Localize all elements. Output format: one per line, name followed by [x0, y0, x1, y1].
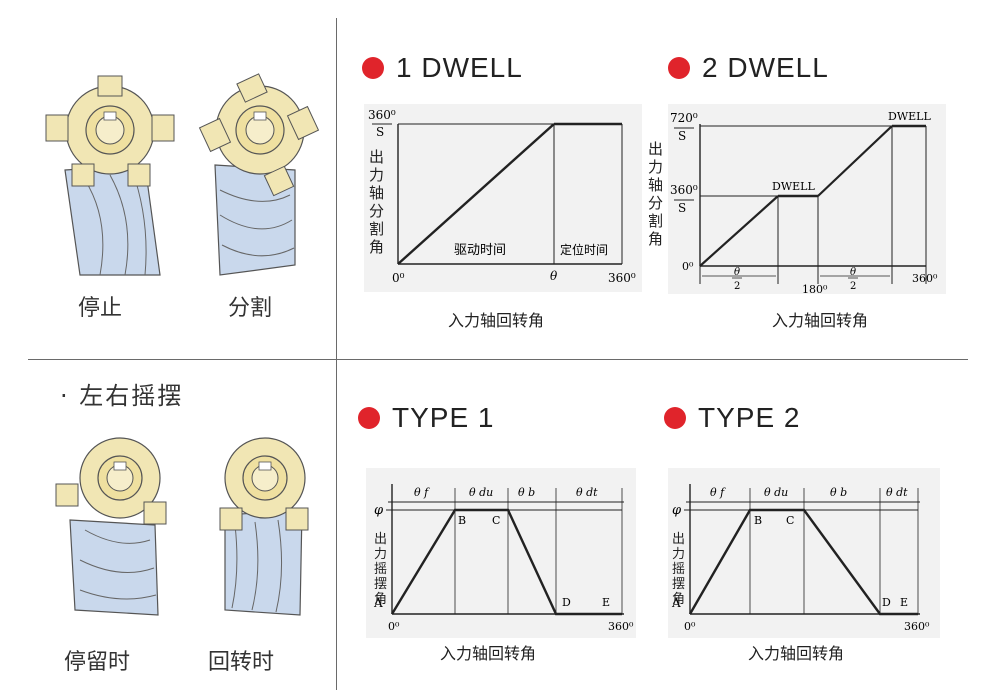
motion-curve-1 — [699, 195, 779, 267]
x-title-2-dwell: 入力轴回转角 — [772, 311, 869, 330]
segment-label-dt: θ dt — [576, 486, 598, 499]
caption-stop: 停止 — [78, 296, 123, 321]
red-dot-icon — [668, 57, 690, 79]
point-b: B — [754, 514, 762, 527]
graph-type-1-background — [366, 468, 636, 638]
x-title-type-2: 入力轴回转角 — [748, 644, 845, 663]
motion-profile — [688, 508, 918, 616]
y-top-den: S — [678, 129, 686, 143]
phi-label: φ — [374, 503, 384, 518]
motion-profile — [390, 508, 622, 616]
cam-index-illustration — [198, 73, 320, 276]
cam-dwell-illustration — [55, 437, 167, 616]
graph-2-dwell: 720⁰ S 360⁰ S 0⁰ DWELL DWELL θ 2 θ 2 180… — [670, 110, 938, 294]
heading-2-dwell-text: 2 DWELL — [702, 52, 829, 83]
y-axis-label-1-dwell: 出力轴分割角 — [369, 148, 385, 256]
heading-type-1-text: TYPE 1 — [392, 402, 495, 433]
origin-label: 0⁰ — [682, 260, 694, 273]
dwell-label-1: DWELL — [772, 180, 815, 193]
horizontal-divider — [28, 359, 968, 360]
segment-label-b: θ b — [830, 486, 847, 499]
origin-label: 0⁰ — [684, 620, 696, 633]
y-top-num: 360⁰ — [368, 108, 396, 122]
x-mid-label: 180⁰ — [802, 283, 828, 294]
point-d: D — [562, 596, 571, 609]
point-c: C — [492, 514, 500, 527]
graph-1-dwell: 360⁰ S 0⁰ θ 360⁰ 驱动时间 定位时间 — [368, 108, 636, 285]
phi-label: φ — [672, 503, 682, 518]
segment-label-dt: θ dt — [886, 486, 908, 499]
heading-type-2: TYPE 2 — [664, 402, 800, 434]
x-end-label: 360⁰ — [608, 271, 636, 285]
red-dot-icon — [358, 407, 380, 429]
region-move-label: 驱动时间 — [454, 243, 506, 258]
x-end-label: 360⁰ — [608, 620, 634, 633]
y-axis-label-type-2: 出力摇摆角 — [672, 532, 686, 607]
cam-stop-illustration — [45, 75, 175, 276]
x-end-label: 360⁰ — [912, 272, 938, 285]
dwell-label-2: DWELL — [888, 110, 931, 123]
graph-2-dwell-background — [668, 104, 946, 294]
heading-1-dwell-text: 1 DWELL — [396, 52, 523, 83]
segment-label-du: θ du — [764, 486, 788, 499]
caption-index: 分割 — [228, 296, 273, 321]
point-e: E — [900, 596, 908, 609]
y-top-den: S — [376, 125, 384, 139]
cam-illustration-bottom — [55, 437, 309, 616]
cam-rotate-illustration — [219, 437, 309, 616]
segment-label-du: θ du — [469, 486, 493, 499]
motion-curve-2 — [817, 125, 893, 197]
half-theta-den-1: 2 — [734, 281, 740, 292]
segment-label-f: θ f — [710, 486, 726, 499]
segment-label-f: θ f — [414, 486, 430, 499]
y-axis-label-2-dwell: 出力轴分割角 — [648, 140, 664, 248]
point-d: D — [882, 596, 891, 609]
half-theta-num-2: θ — [850, 267, 856, 278]
half-theta-den-2: 2 — [850, 281, 856, 292]
heading-type-1: TYPE 1 — [358, 402, 494, 434]
caption-rotate-time: 回转时 — [208, 650, 275, 675]
segment-label-b: θ b — [518, 486, 535, 499]
heading-2-dwell: 2 DWELL — [668, 52, 829, 84]
theta-label: θ — [550, 269, 558, 283]
x-title-type-1: 入力轴回转角 — [440, 644, 537, 663]
half-theta-num-1: θ — [734, 267, 740, 278]
y-top-num: 720⁰ — [670, 111, 698, 125]
y-axis-label-type-1: 出力摇摆角 — [374, 532, 388, 607]
caption-dwell-time: 停留时 — [64, 650, 131, 675]
origin-label: 0⁰ — [392, 271, 405, 285]
origin-label: 0⁰ — [388, 620, 400, 633]
x-title-1-dwell: 入力轴回转角 — [448, 311, 545, 330]
y-mid-den: S — [678, 201, 686, 215]
region-dwell-label: 定位时间 — [560, 242, 608, 257]
cam-illustration-top — [45, 73, 320, 276]
motion-curve — [397, 123, 555, 265]
graph-type-2: θ f θ du θ b θ dt φ A B C D E 0⁰ 360⁰ — [671, 484, 930, 633]
heading-type-2-text: TYPE 2 — [698, 402, 801, 433]
point-b: B — [458, 514, 466, 527]
graph-1-dwell-background — [364, 104, 642, 292]
red-dot-icon — [362, 57, 384, 79]
x-end-label: 360⁰ — [904, 620, 930, 633]
a-label: A — [671, 596, 681, 610]
vertical-divider — [336, 18, 337, 690]
point-c: C — [786, 514, 794, 527]
point-e: E — [602, 596, 610, 609]
y-mid-num: 360⁰ — [670, 183, 698, 197]
a-label: A — [373, 596, 383, 610]
oscillation-section-title: · 左右摇摆 — [60, 382, 184, 410]
heading-1-dwell: 1 DWELL — [362, 52, 523, 84]
graph-type-1: θ f θ du θ b θ dt φ A B C D E 0⁰ 360⁰ — [373, 484, 634, 633]
red-dot-icon — [664, 407, 686, 429]
